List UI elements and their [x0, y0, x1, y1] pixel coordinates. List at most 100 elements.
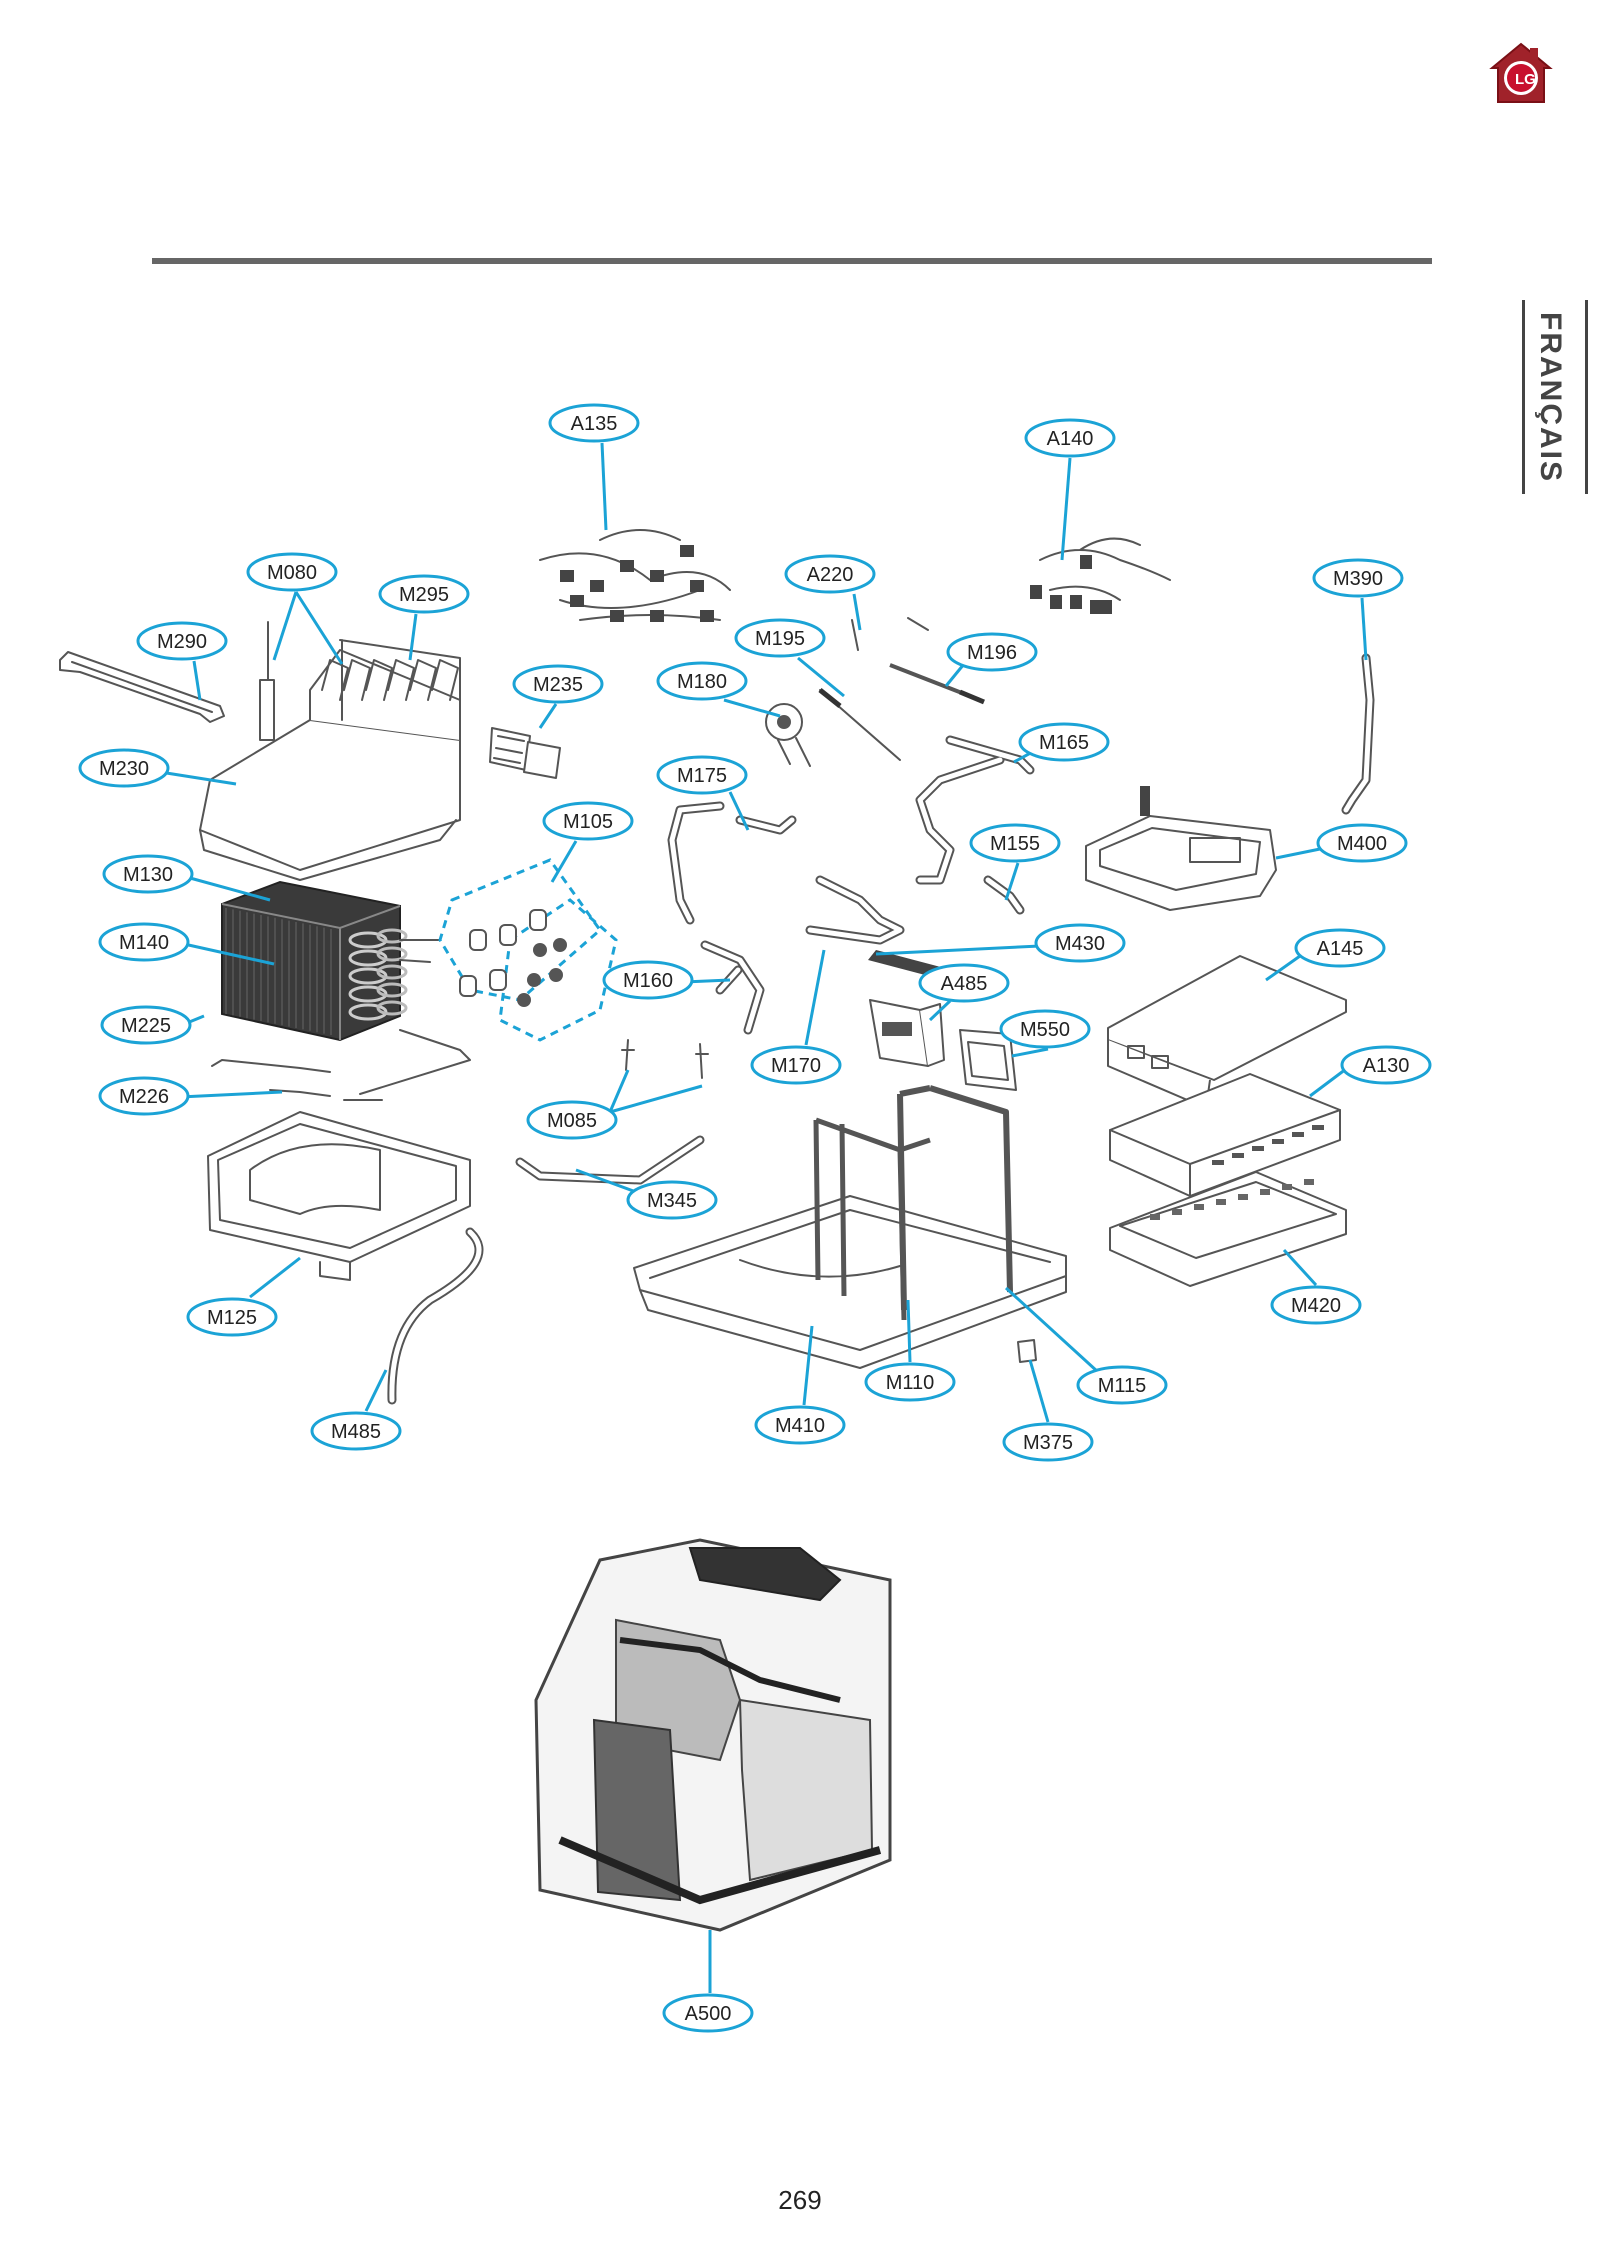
callout-leader	[249, 1256, 301, 1299]
callout-bubble	[999, 1009, 1091, 1049]
callout-label: M165	[1039, 732, 1089, 754]
callout-leader	[802, 1325, 814, 1406]
callout-m170: M170	[750, 949, 842, 1085]
callout-bubble	[1294, 928, 1386, 968]
callout-a145: A145	[1265, 928, 1386, 982]
callout-a220: A220	[784, 554, 876, 631]
frame-part	[813, 1085, 1013, 1321]
pcb-tray-part	[1109, 1171, 1347, 1287]
callout-label: M175	[677, 765, 727, 787]
callout-bubble	[969, 823, 1061, 863]
callout-bubble	[656, 755, 748, 795]
water-hose-part	[1341, 653, 1375, 815]
callout-bubble	[602, 960, 694, 1000]
callout-m196: M196	[944, 632, 1038, 687]
callout-bubble	[548, 403, 640, 443]
callout-label: M125	[207, 1307, 257, 1329]
callout-m230: M230	[78, 748, 237, 788]
callout-m110: M110	[864, 1299, 956, 1402]
callout-bubble	[98, 1076, 190, 1116]
callout-label: M485	[331, 1421, 381, 1443]
callout-bubble	[378, 574, 470, 614]
callout-label: M430	[1055, 933, 1105, 955]
clips-part	[621, 1039, 1037, 1363]
callout-a485: A485	[918, 963, 1010, 1022]
heat-exchanger-part	[221, 880, 441, 1042]
callout-bubble	[754, 1405, 846, 1445]
callout-leader	[852, 593, 862, 631]
callout-bubble	[626, 1180, 718, 1220]
callout-leader	[364, 1369, 388, 1412]
callout-leader	[538, 703, 558, 729]
callout-leader	[928, 999, 952, 1022]
callout-label: M170	[771, 1055, 821, 1077]
callout-bubble	[526, 1100, 618, 1140]
handle-bar-part	[59, 651, 225, 723]
callout-bubble	[1002, 1422, 1094, 1462]
callout-bubble	[1024, 418, 1116, 458]
callout-a500: A500	[662, 1930, 754, 2033]
callout-bubble	[78, 748, 170, 788]
callout-bubble	[656, 661, 748, 701]
callout-leader	[804, 949, 826, 1046]
drain-pan-part	[207, 1111, 471, 1281]
callout-label: A485	[941, 973, 988, 995]
callout-m175: M175	[656, 755, 750, 831]
callout-bubble	[946, 632, 1038, 672]
assembled-unit-part	[534, 1538, 892, 1932]
callout-bubble	[1316, 823, 1408, 863]
callout-label: A500	[685, 2003, 732, 2025]
callout-m420: M420	[1270, 1248, 1362, 1325]
callout-label: M390	[1333, 568, 1383, 590]
callout-m160: M160	[602, 960, 731, 1000]
callout-m375: M375	[1002, 1359, 1094, 1462]
callout-leader	[600, 442, 608, 531]
callout-label: M410	[775, 1415, 825, 1437]
callout-leader	[189, 876, 271, 902]
callout-label: M080	[267, 562, 317, 584]
language-tab	[1522, 300, 1588, 494]
language-label: FRANÇAIS	[1534, 312, 1567, 483]
callout-leader	[183, 942, 275, 966]
callout-bubble	[1076, 1365, 1168, 1405]
callout-m085: M085	[526, 1069, 703, 1140]
callout-bubble	[1340, 1045, 1432, 1085]
callout-leader	[179, 1090, 283, 1099]
callout-m485: M485	[310, 1369, 402, 1451]
callout-label: M110	[886, 1372, 935, 1394]
filter-pads-part	[489, 727, 561, 779]
callout-m115: M115	[1004, 1286, 1168, 1405]
callout-a130: A130	[1309, 1045, 1432, 1098]
callout-m390: M390	[1312, 558, 1404, 661]
callout-m140: M140	[98, 922, 275, 966]
callout-leader	[728, 791, 750, 831]
callout-m130: M130	[102, 854, 271, 902]
callout-leader	[723, 698, 781, 718]
callout-leader	[550, 840, 578, 883]
callout-label: M196	[967, 642, 1017, 664]
callout-label: M345	[647, 1190, 697, 1212]
callout-leader	[1011, 1047, 1049, 1058]
callout-leader	[272, 591, 344, 665]
callout-label: M400	[1337, 833, 1387, 855]
callout-bubble	[918, 963, 1010, 1003]
callout-m226: M226	[98, 1076, 283, 1116]
callout-bubble	[310, 1411, 402, 1451]
callout-leader	[1265, 954, 1301, 982]
callout-m225: M225	[100, 1005, 205, 1045]
callout-label: A140	[1047, 428, 1094, 450]
callout-bubble	[542, 801, 634, 841]
callout-label: A135	[571, 413, 618, 435]
callout-a135: A135	[548, 403, 640, 531]
callout-leader	[1282, 1248, 1318, 1287]
callout-leader	[875, 944, 1041, 956]
callout-m550: M550	[999, 1009, 1091, 1058]
wiring-harness-b-part	[1030, 537, 1171, 614]
callout-label: M225	[121, 1015, 171, 1037]
callout-bubble	[864, 1362, 956, 1402]
callout-bubble	[246, 552, 338, 592]
callout-label: M195	[755, 628, 805, 650]
callout-label: M226	[119, 1086, 169, 1108]
svg-text:LG: LG	[1515, 71, 1536, 88]
callout-label: M140	[119, 932, 169, 954]
